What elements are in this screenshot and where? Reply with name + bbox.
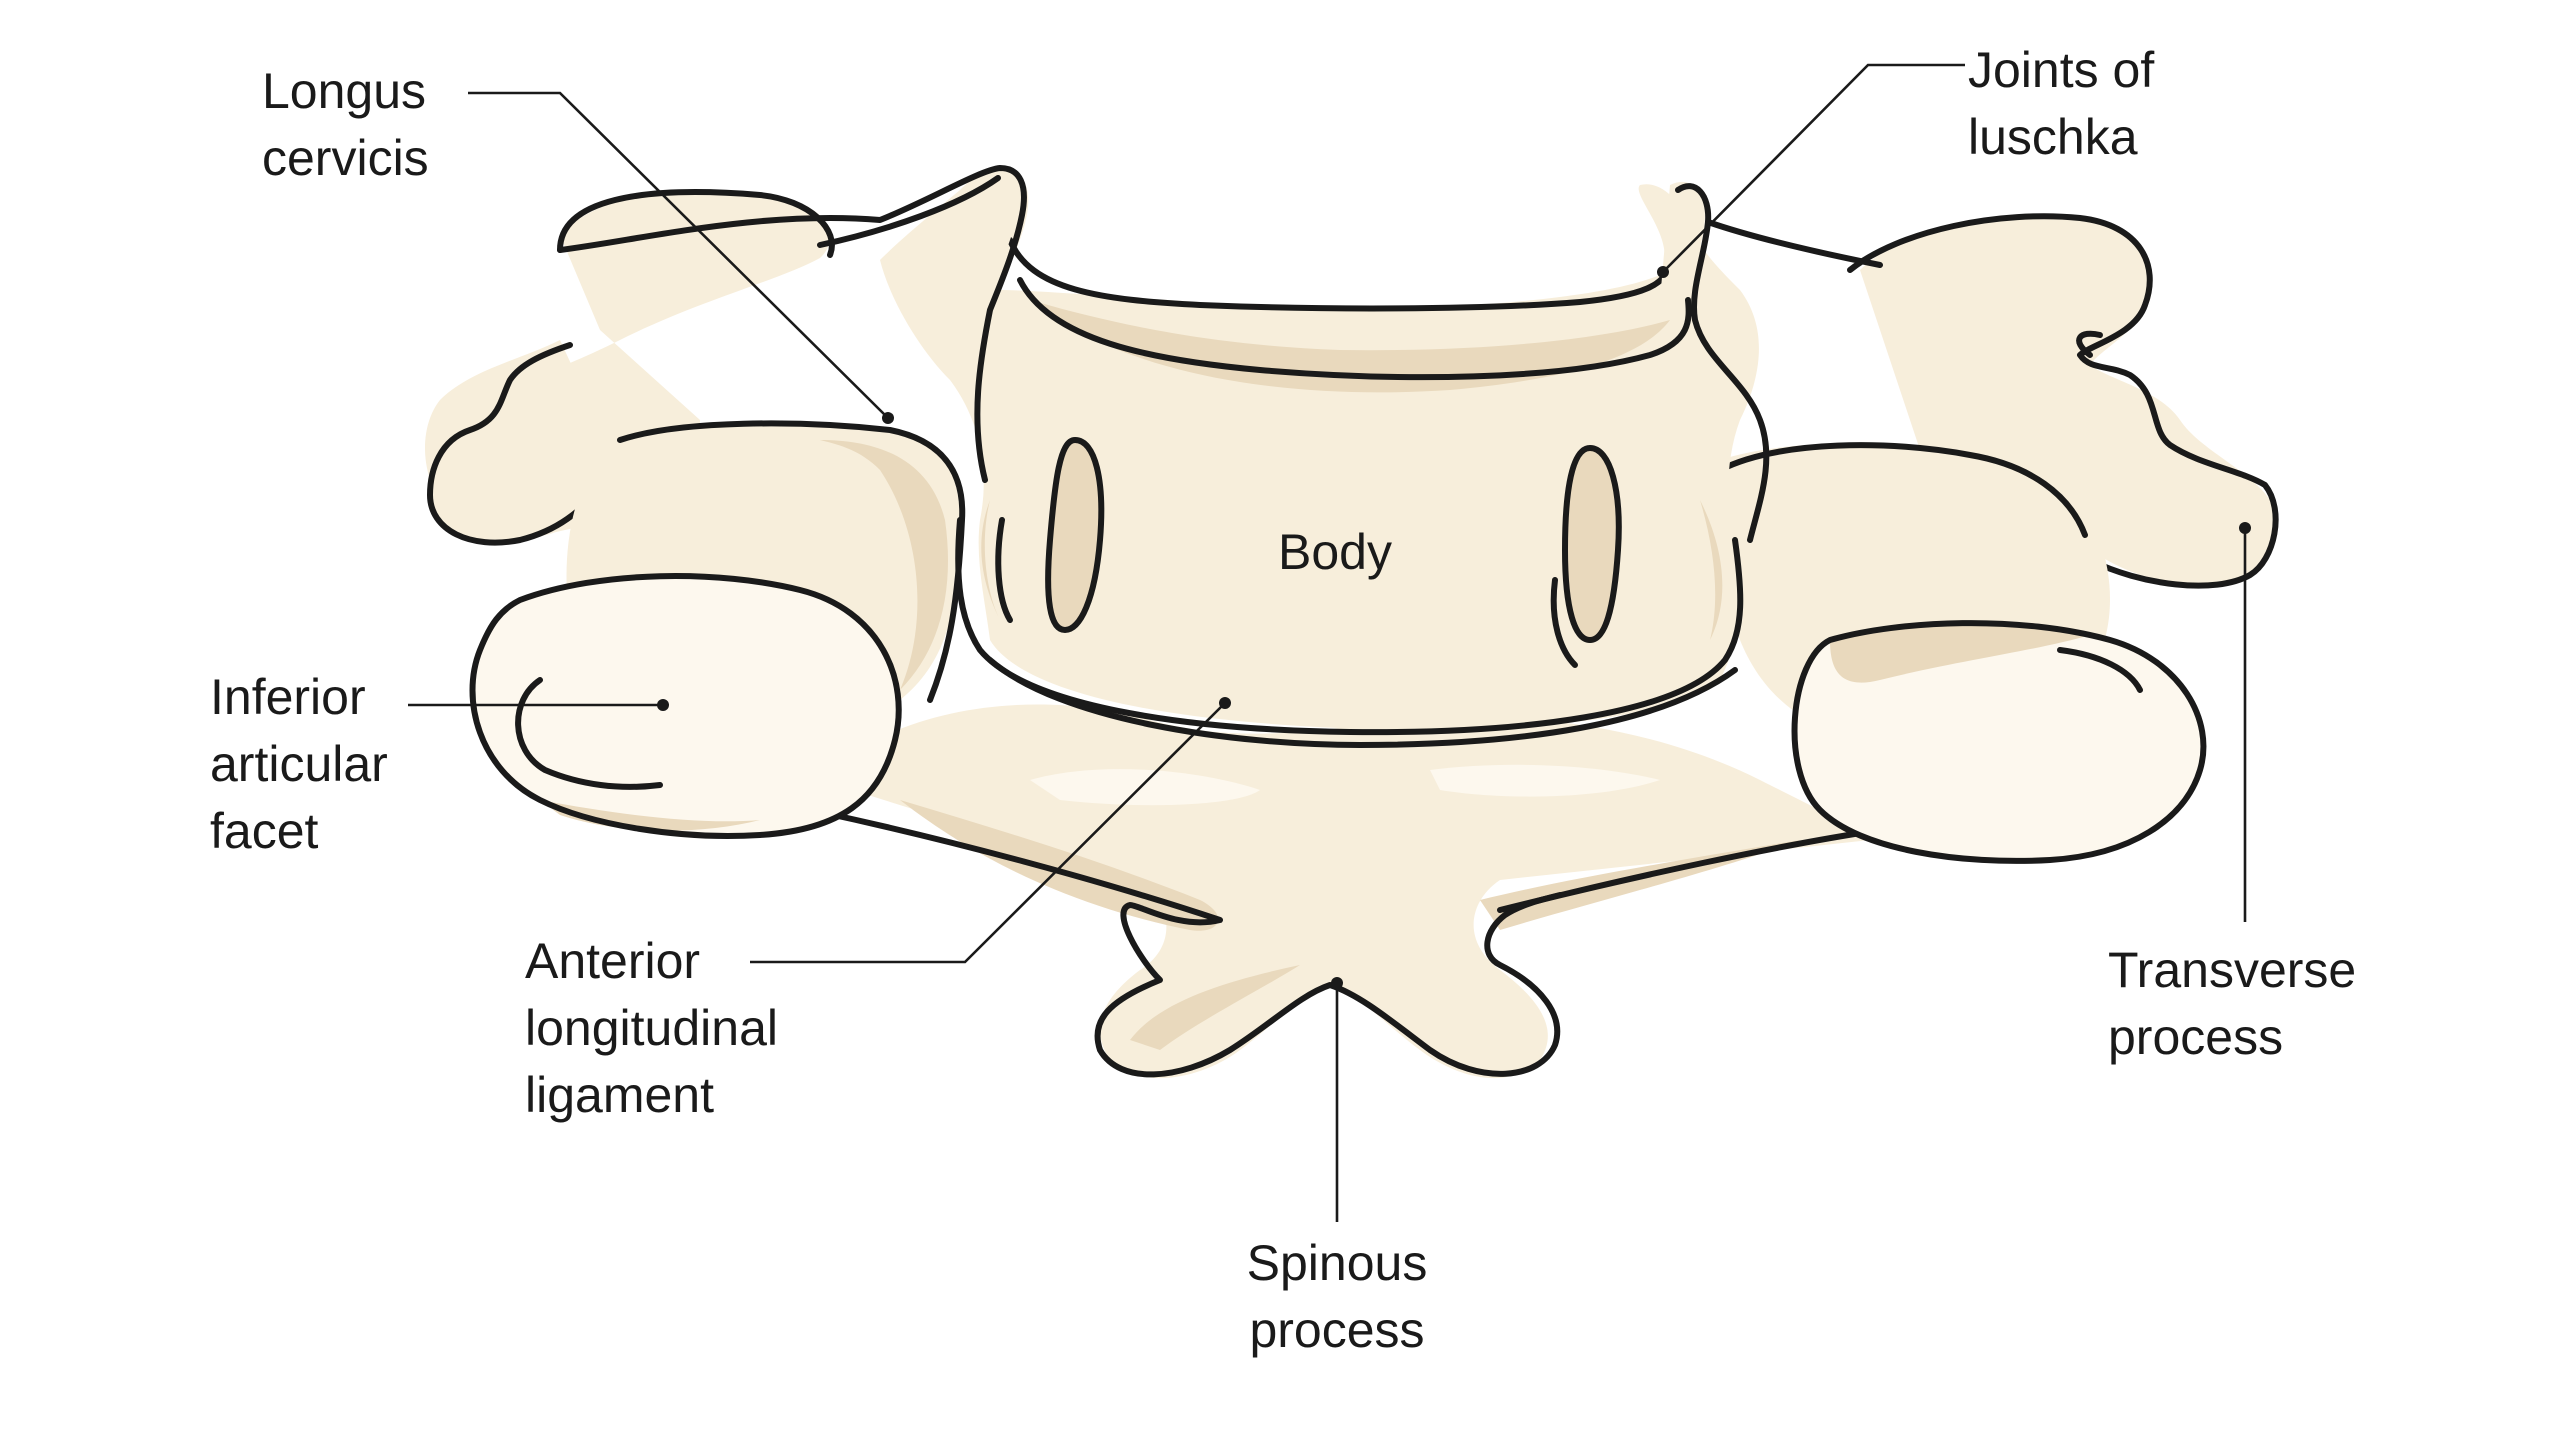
label-line: process [1249, 1302, 1425, 1358]
right-transverse-process [1847, 213, 2279, 589]
label-line: cervicis [262, 130, 429, 186]
label-line: Body [1278, 524, 1392, 580]
label-line: facet [210, 803, 319, 859]
pointer-joints-of-luschka [1657, 266, 1669, 278]
label-line: luschka [1968, 109, 2138, 165]
label-line: longitudinal [525, 1000, 778, 1056]
left-transverse-process [425, 189, 835, 546]
label-line: Inferior [210, 669, 366, 725]
label-transverse-process: Transverse process [2108, 937, 2356, 1071]
uncinate-processes [557, 165, 1883, 543]
vertebral-arch [817, 704, 1883, 1079]
label-longus-cervicis: Longus cervicis [262, 58, 429, 192]
label-line: Anterior [525, 933, 701, 989]
label-inferior-articular-facet: Inferior articular facet [210, 664, 388, 865]
right-transverse-foramen [1550, 445, 1622, 668]
label-line: Spinous [1246, 1235, 1428, 1291]
label-line: process [2108, 1009, 2284, 1065]
pointer-longus-cervicis [882, 412, 894, 424]
leader-lines [408, 63, 2251, 1222]
label-joints-of-luschka: Joints of luschka [1968, 37, 2154, 171]
pointer-anterior-longitudinal-ligament [1219, 697, 1231, 709]
pointer-spinous-process [1331, 977, 1343, 989]
label-anterior-longitudinal-ligament: Anterior longitudinal ligament [525, 928, 778, 1129]
vertebral-body [880, 167, 1759, 748]
label-body: Body [1278, 519, 1392, 586]
leader-longus-cervicis [468, 91, 889, 419]
label-line: ligament [525, 1067, 714, 1123]
label-line: Joints of [1968, 42, 2155, 98]
pointer-inferior-articular-facet [657, 699, 669, 711]
label-spinous-process: Spinous process [1207, 1230, 1467, 1364]
label-line: Longus [262, 63, 427, 119]
left-transverse-foramen [995, 437, 1105, 633]
label-line: Transverse [2108, 942, 2357, 998]
leader-anterior-longitudinal-ligament [750, 702, 1226, 964]
leader-joints-of-luschka [1662, 63, 1965, 273]
right-inferior-facet [1791, 620, 2207, 864]
pointer-transverse-process [2239, 522, 2251, 534]
label-line: articular [210, 736, 388, 792]
